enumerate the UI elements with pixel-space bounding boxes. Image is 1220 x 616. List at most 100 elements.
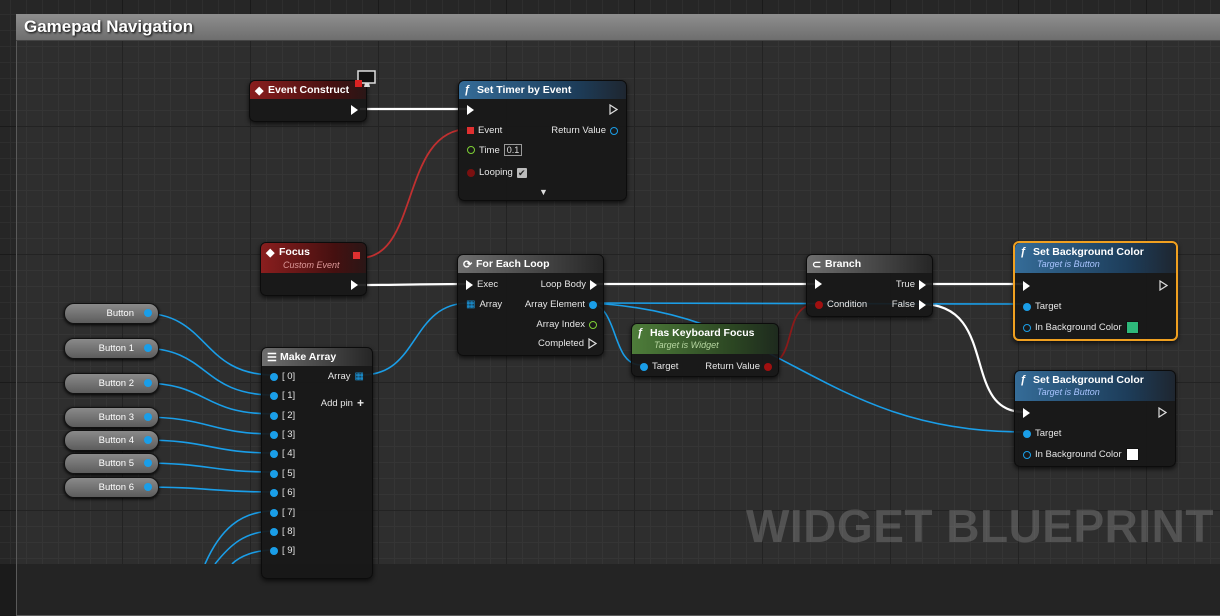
pin-label: Target	[1035, 301, 1062, 312]
variable-node[interactable]: Button 2	[64, 373, 159, 394]
array-index-pin[interactable]: [ 6]	[270, 487, 295, 498]
monitor-icon	[355, 70, 377, 95]
looping-checkbox[interactable]: ✔	[516, 167, 527, 178]
array-pin[interactable]: ▦Array	[466, 299, 502, 310]
exec-in-pin[interactable]	[467, 105, 474, 115]
exec-out-pin[interactable]	[609, 104, 618, 115]
add-pin-button[interactable]: Add pin+	[321, 396, 364, 410]
list-icon: ☰	[267, 352, 277, 364]
false-pin[interactable]: False	[892, 299, 926, 310]
array-index-pin[interactable]: [ 9]	[270, 545, 295, 556]
color-swatch[interactable]	[1125, 321, 1139, 334]
return-value-pin[interactable]: Return Value	[705, 361, 772, 372]
exec-out-pin[interactable]	[351, 280, 358, 290]
target-pin[interactable]: Target	[1023, 428, 1061, 439]
expand-arrow-icon[interactable]: ▼	[539, 187, 548, 197]
loop-body-pin[interactable]: Loop Body	[541, 279, 597, 290]
event-icon: ◆	[255, 85, 264, 97]
array-index-pin[interactable]: [ 4]	[270, 448, 295, 459]
event-construct-node[interactable]: ◆ Event Construct	[249, 80, 367, 122]
array-index-pin[interactable]: [ 0]	[270, 371, 295, 382]
exec-out-pin[interactable]	[1158, 407, 1167, 418]
object-wire	[140, 439, 275, 454]
variable-node[interactable]: Button	[64, 303, 159, 324]
object-pin[interactable]	[144, 413, 152, 421]
function-icon: ƒ	[1020, 246, 1027, 258]
array-index-pin[interactable]: [ 8]	[270, 526, 295, 537]
pin-label: Array Element	[524, 299, 585, 310]
set-background-color-node-1[interactable]: ƒ Set Background Color Target is Button …	[1013, 241, 1178, 341]
has-keyboard-focus-node[interactable]: ƒ Has Keyboard Focus Target is Widget Ta…	[631, 323, 779, 377]
object-pin[interactable]	[144, 379, 152, 387]
exec-in-pin[interactable]	[1023, 281, 1030, 291]
exec-wire	[920, 302, 1025, 414]
pin-label: Return Value	[551, 125, 606, 136]
array-element-pin[interactable]: Array Element	[525, 299, 597, 310]
node-header: ƒ Set Background Color Target is Button	[1015, 243, 1176, 273]
node-subtitle: Target is Button	[1037, 387, 1100, 397]
node-title: Set Background Color	[1033, 246, 1144, 258]
looping-pin[interactable]: Looping✔	[467, 167, 527, 178]
node-title: Event Construct	[268, 84, 350, 96]
variable-node[interactable]: Button 4	[64, 430, 159, 451]
array-index-pin[interactable]: Array Index	[536, 319, 597, 330]
pin-label: [ 3]	[282, 429, 296, 440]
array-index-pin[interactable]: [ 7]	[270, 507, 295, 518]
exec-out-pin[interactable]	[1159, 280, 1168, 291]
exec-in-pin[interactable]	[1023, 408, 1030, 418]
comment-header[interactable]: Gamepad Navigation	[16, 14, 1220, 41]
pin-label: [ 4]	[282, 448, 296, 459]
array-index-pin[interactable]: [ 3]	[270, 429, 295, 440]
node-title: Has Keyboard Focus	[650, 327, 755, 339]
object-pin[interactable]	[144, 483, 152, 491]
exec-in-pin[interactable]	[815, 279, 822, 289]
exec-out-pin[interactable]	[351, 105, 358, 115]
background-color-pin[interactable]: In Background Color	[1023, 321, 1139, 334]
object-pin[interactable]	[144, 309, 152, 317]
variable-node[interactable]: Button 6	[64, 477, 159, 498]
node-title: For Each Loop	[476, 258, 550, 270]
array-index-pin[interactable]: [ 1]	[270, 390, 295, 401]
pin-label: In Background Color	[1035, 322, 1122, 333]
target-pin[interactable]: Target	[640, 361, 678, 372]
array-out-pin[interactable]: Array▦	[328, 371, 364, 382]
plus-icon: +	[356, 396, 364, 410]
function-icon: ƒ	[464, 84, 471, 96]
variable-label: Button 2	[98, 378, 134, 389]
event-pin[interactable]: Event	[467, 125, 502, 136]
node-subtitle: Target is Button	[1037, 259, 1100, 269]
completed-pin[interactable]: Completed	[538, 338, 597, 349]
pin-label: Condition	[827, 299, 868, 310]
object-pin[interactable]	[144, 344, 152, 352]
for-each-loop-node[interactable]: ⟳ For Each Loop Exec Loop Body ▦Array Ar…	[457, 254, 604, 356]
variable-node[interactable]: Button 5	[64, 453, 159, 474]
variable-node[interactable]: Button 3	[64, 407, 159, 428]
time-input[interactable]: 0.1	[503, 144, 523, 156]
node-title: Set Background Color	[1033, 374, 1144, 386]
object-pin[interactable]	[144, 436, 152, 444]
background-color-pin[interactable]: In Background Color	[1023, 448, 1139, 461]
condition-pin[interactable]: Condition	[815, 299, 867, 310]
set-background-color-node-2[interactable]: ƒ Set Background Color Target is Button …	[1014, 370, 1176, 467]
object-wire	[140, 347, 275, 396]
focus-event-node[interactable]: ◆ Focus Custom Event	[260, 242, 367, 296]
array-index-pin[interactable]: [ 5]	[270, 468, 295, 479]
object-wire	[361, 302, 470, 376]
color-swatch[interactable]	[1125, 448, 1139, 461]
true-pin[interactable]: True	[896, 279, 926, 290]
delegate-pin[interactable]	[353, 252, 360, 259]
set-timer-node[interactable]: ƒ Set Timer by Event Event Return Value …	[458, 80, 627, 201]
pin-label: Event	[478, 125, 503, 136]
target-pin[interactable]: Target	[1023, 301, 1061, 312]
variable-label: Button 3	[98, 412, 134, 423]
make-array-node[interactable]: ☰ Make Array Array▦ Add pin+ [ 0] [ 1] [ 2…	[261, 347, 373, 579]
object-pin[interactable]	[144, 459, 152, 467]
branch-node[interactable]: ⊂ Branch True Condition False	[806, 254, 933, 317]
return-value-pin[interactable]: Return Value	[551, 125, 618, 136]
node-header: ☰ Make Array	[262, 348, 372, 366]
exec-in-pin[interactable]: Exec	[466, 279, 498, 290]
variable-label: Button 6	[98, 482, 134, 493]
variable-node[interactable]: Button 1	[64, 338, 159, 359]
array-index-pin[interactable]: [ 2]	[270, 410, 295, 421]
